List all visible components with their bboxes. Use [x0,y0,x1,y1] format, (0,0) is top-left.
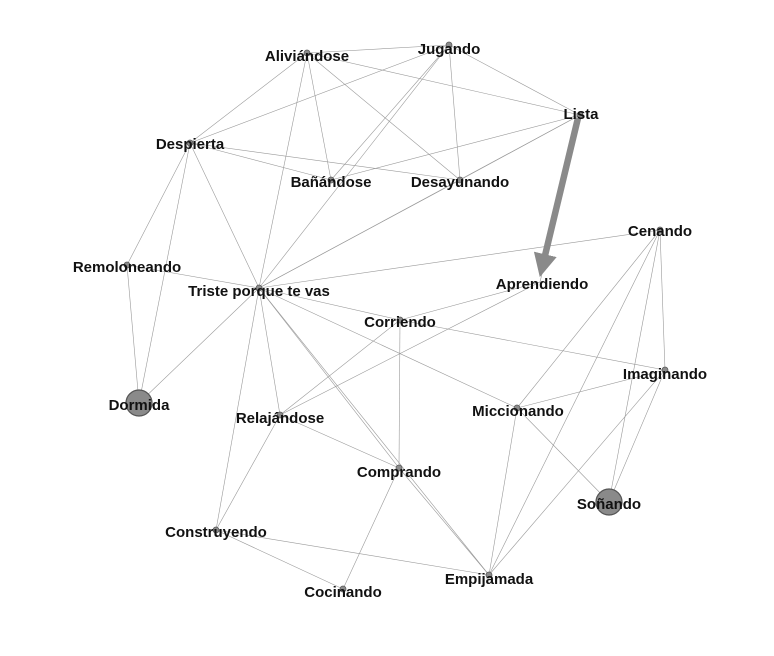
node-miccionando [513,404,521,412]
node-comprando [395,464,403,472]
node-label-alivia: Aliviándose [265,48,349,65]
edge-comprando-empijamada [398,467,490,576]
edge-corriendo-relajandose [279,319,401,416]
edge-relajandose-construyendo [215,414,281,531]
node-construyendo [212,526,220,534]
edge-aprendiendo-corriendo [399,281,541,321]
edge-alivia-banandose [306,52,332,181]
node-cocinando [339,585,347,593]
node-lista [576,111,584,119]
node-alivia [303,49,311,57]
edge-despierta-remoloneando [126,142,191,266]
node-triste [255,284,263,292]
edge-cenando-miccionando [516,229,661,409]
node-label-imaginando: Imaginando [623,366,707,383]
node-label-cocinando: Cocinando [304,584,382,601]
node-empijamada [485,571,493,579]
node-label-sonando: Soñando [577,496,641,513]
edge-construyendo-cocinando [215,529,344,590]
node-label-triste: Triste porque te vas [188,283,330,300]
edge-alivia-desayunando [306,52,461,181]
edge-corriendo-imaginando [399,319,666,371]
edge-jugando-despierta [189,44,450,144]
edge-triste-miccionando [258,287,518,409]
edge-triste-empijamada [258,287,490,576]
edge-layer [126,44,666,590]
edge-cenando-imaginando [659,229,666,371]
edge-jugando-banandose [330,44,450,181]
edge-alivia-jugando [306,44,450,54]
node-label-lista: Lista [563,106,599,123]
edge-triste-cenando [258,229,661,289]
edge-jugando-desayunando [448,44,461,181]
node-label-construyendo: Construyendo [165,524,267,541]
node-label-aprendiendo: Aprendiendo [496,276,589,293]
edge-construyendo-empijamada [215,529,490,576]
edge-relajandose-comprando [279,414,400,469]
node-label-relajandose: Relajándose [236,410,324,427]
edge-triste-corriendo [258,287,401,321]
node-label-empijamada: Empijamada [445,571,534,588]
edge-aprendiendo-relajandose [279,281,541,416]
node-label-banandose: Bañándose [291,174,372,191]
node-label-despierta: Despierta [156,136,225,153]
node-cenando [656,226,664,234]
edge-remoloneando-triste [126,264,260,289]
node-sonando [595,488,623,516]
node-desayunando [456,176,464,184]
edge-imaginando-sonando [608,369,666,503]
node-label-cenando: Cenando [628,223,692,240]
node-relajandose [276,411,284,419]
edge-triste-construyendo [215,287,260,531]
node-jugando [445,41,453,49]
node-label-desayunando: Desayunando [411,174,509,191]
node-imaginando [661,366,669,374]
edge-despierta-banandose [189,142,332,181]
edge-triste-relajandose [258,287,281,416]
node-corriendo [396,316,404,324]
edge-despierta-desayunando [189,142,461,181]
edge-remoloneando-dormida [126,264,140,404]
node-label-dormida: Dormida [109,397,171,414]
edge-jugando-triste [258,44,450,289]
edge-triste-dormida [138,287,260,404]
edge-jugando-lista [448,44,581,116]
edge-alivia-lista [306,52,581,116]
edge-miccionando-empijamada [488,407,518,576]
highlight-arrow-lista-aprendiendo [533,117,582,278]
node-label-jugando: Jugando [418,41,481,58]
edge-despierta-triste [189,142,260,289]
edge-imaginando-empijamada [488,369,666,576]
edge-desayunando-triste [258,179,461,289]
edge-lista-banandose [330,114,581,181]
highlight-edge-layer [533,117,582,278]
node-remoloneando [123,261,131,269]
edge-miccionando-sonando [516,407,610,503]
edge-alivia-triste [258,52,308,289]
edge-alivia-despierta [189,52,308,144]
node-label-remoloneando: Remoloneando [73,259,181,276]
edge-triste-comprando [258,287,400,469]
node-banandose [327,176,335,184]
edge-corriendo-comprando [398,319,401,469]
edge-despierta-dormida [138,142,191,404]
node-dormida [125,389,153,417]
edge-imaginando-miccionando [516,369,666,409]
node-despierta [186,139,194,147]
edge-cenando-sonando [608,229,661,503]
node-label-miccionando: Miccionando [472,403,564,420]
node-layer [123,41,669,593]
edge-cenando-empijamada [488,229,661,576]
label-layer: Aliviándose JugandoListaDespiertaBañándos… [73,41,707,601]
node-label-comprando: Comprando [357,464,441,481]
node-label-corriendo: Corriendo [364,314,436,331]
edge-comprando-cocinando [342,467,400,590]
